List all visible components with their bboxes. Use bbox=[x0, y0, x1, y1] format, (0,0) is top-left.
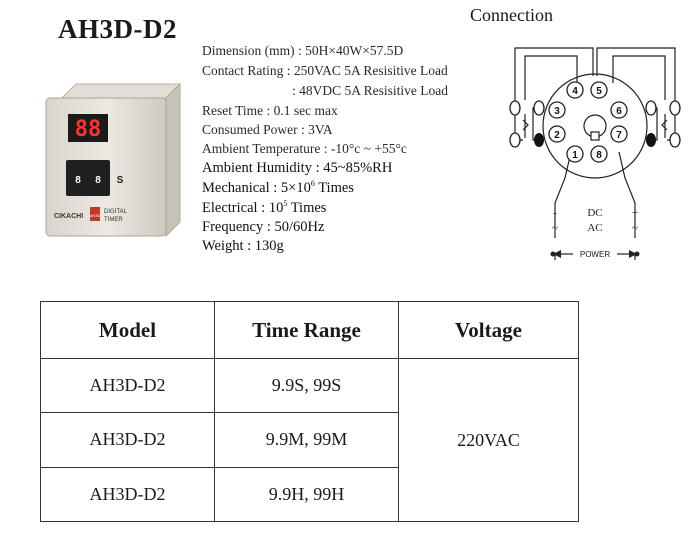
spec-mechanical-prefix: Mechanical : 5×10 bbox=[202, 180, 311, 196]
spec-frequency: Frequency : 50/60Hz bbox=[202, 219, 325, 235]
spec-contact-rating-2: : 48VDC 5A Resisitive Load bbox=[292, 83, 448, 98]
unit-label: S bbox=[117, 175, 124, 186]
spec-electrical-suffix: Times bbox=[287, 200, 327, 216]
dc-label: DC bbox=[587, 207, 602, 219]
power-label: POWER bbox=[580, 250, 610, 259]
model-table: Model Time Range Voltage AH3D-D2 9.9S, 9… bbox=[40, 301, 579, 523]
ac-tilde-left: ~ bbox=[552, 222, 558, 234]
cell-time-range: 9.9M, 99M bbox=[214, 412, 399, 468]
brand-label: CIKACHI bbox=[54, 213, 83, 220]
spec-ambient-humidity: Ambient Humidity : 45~85%RH bbox=[202, 160, 393, 176]
pin-3: 3 bbox=[554, 106, 560, 117]
buttons-panel bbox=[66, 160, 110, 196]
spec-electrical: Electrical : 105 Times bbox=[202, 200, 326, 217]
product-image: 88 8 8 S CIKACHI AH3D DIGITAL TIMER bbox=[45, 82, 182, 238]
header-voltage: Voltage bbox=[398, 301, 579, 359]
display-panel bbox=[68, 114, 108, 142]
spec-contact-rating-1: Contact Rating : 250VAC 5A Resisitive Lo… bbox=[202, 63, 448, 78]
spec-electrical-exponent: 5 bbox=[283, 199, 288, 209]
product-title: AH3D-D2 bbox=[58, 14, 177, 44]
pin-4: 4 bbox=[572, 86, 578, 97]
spec-mechanical: Mechanical : 5×106 Times bbox=[202, 180, 354, 197]
pin-5: 5 bbox=[596, 86, 602, 97]
cell-time-range: 9.9H, 99H bbox=[214, 466, 399, 523]
pin-2: 2 bbox=[554, 130, 560, 141]
spec-mechanical-exponent: 6 bbox=[310, 179, 315, 189]
spec-reset-time: Reset Time : 0.1 sec max bbox=[202, 103, 338, 118]
ac-label: AC bbox=[587, 222, 602, 234]
pin-7: 7 bbox=[616, 130, 622, 141]
pin-6: 6 bbox=[616, 106, 622, 117]
dc-minus: - bbox=[553, 207, 557, 219]
spec-consumed-power: Consumed Power : 3VA bbox=[202, 122, 333, 137]
dc-plus: + bbox=[632, 207, 638, 219]
button-right-label: 8 bbox=[95, 175, 101, 186]
table-row: AH3D-D2 9.9S, 99S 220VAC bbox=[40, 357, 579, 522]
pin-1: 1 bbox=[572, 150, 578, 161]
model-line-2: TIMER bbox=[104, 217, 123, 223]
spec-electrical-prefix: Electrical : 10 bbox=[202, 200, 284, 216]
header-time-range: Time Range bbox=[214, 301, 399, 359]
spec-ambient-temperature: Ambient Temperature : -10°c ~ +55°c bbox=[202, 141, 407, 156]
button-left-label: 8 bbox=[75, 175, 81, 186]
display-digits: 88 bbox=[75, 117, 102, 142]
spec-dimension: Dimension (mm) : 50H×40W×57.5D bbox=[202, 43, 404, 58]
ac-tilde-right: ~ bbox=[632, 222, 638, 234]
cell-voltage: 220VAC bbox=[398, 358, 579, 522]
badge-text: AH3D bbox=[90, 213, 101, 218]
table-row: AH3D-D2 9.9H, 99H bbox=[40, 466, 579, 523]
spec-weight: Weight : 130g bbox=[202, 238, 284, 254]
table-header-row: Model Time Range Voltage bbox=[40, 301, 579, 359]
header-model: Model bbox=[40, 301, 215, 359]
cell-time-range: 9.9S, 99S bbox=[214, 357, 399, 414]
model-line-1: DIGITAL bbox=[104, 209, 128, 215]
cell-model: AH3D-D2 bbox=[40, 412, 215, 468]
brand-badge bbox=[90, 207, 100, 221]
spec-mechanical-suffix: Times bbox=[314, 180, 354, 196]
connection-diagram: 4 5 3 6 2 7 1 8 - DC + ~ AC ~ POWER bbox=[509, 47, 681, 260]
cell-model: AH3D-D2 bbox=[40, 357, 215, 414]
pin-8: 8 bbox=[596, 150, 602, 161]
cell-model: AH3D-D2 bbox=[40, 466, 215, 523]
connection-title: Connection bbox=[470, 5, 553, 25]
